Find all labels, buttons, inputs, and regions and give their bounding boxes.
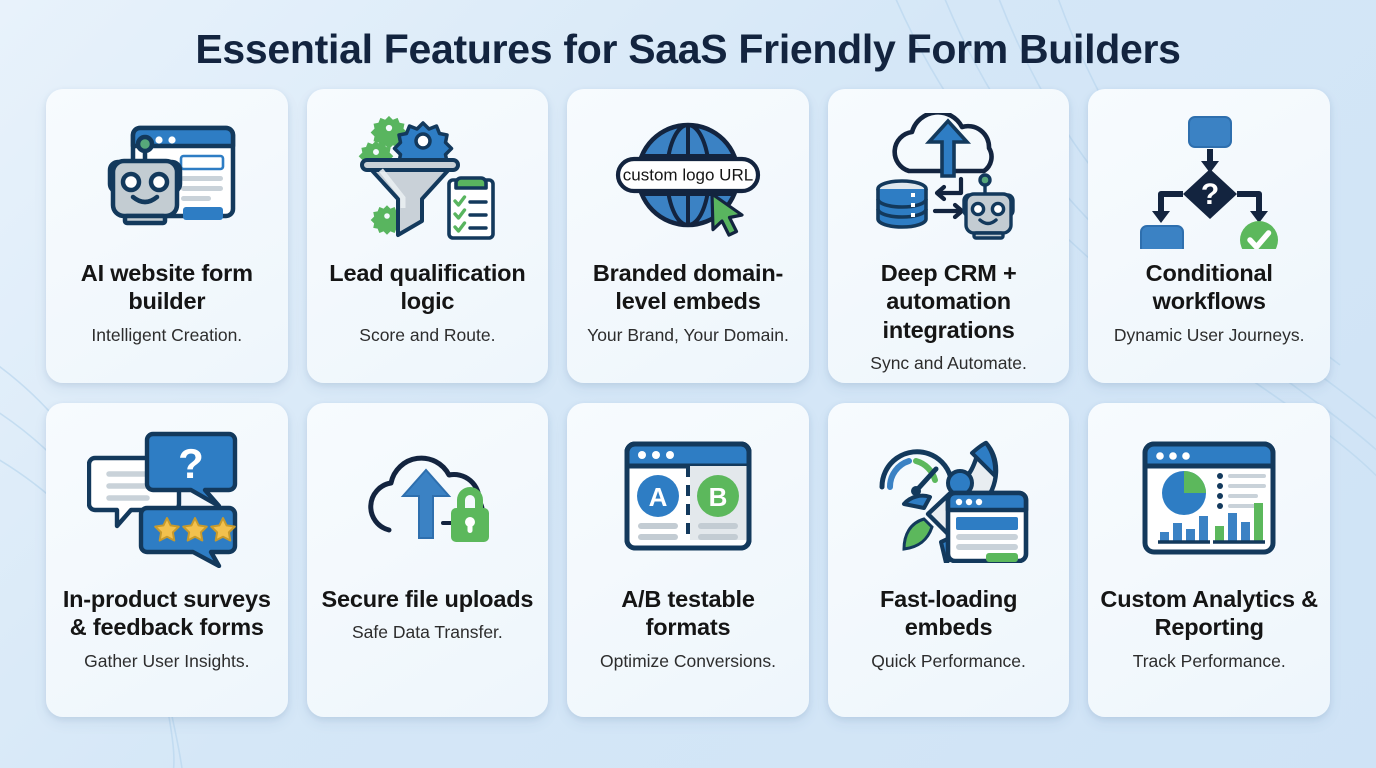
feature-card-lead-qualification-logic[interactable]: Lead qualification logic Score and Route… <box>306 89 549 383</box>
bar-chart-left <box>1158 516 1211 544</box>
globe-custom-url-cursor-icon: custom logo URL <box>577 105 799 255</box>
browser-window-icon <box>945 490 1028 563</box>
variant-a-label: A <box>649 482 668 512</box>
ai-robot-form-builder-icon <box>56 105 278 255</box>
card-title: Deep CRM + automation integrations <box>880 260 1017 343</box>
feature-card-branded-domain-level-embeds[interactable]: custom logo URL Branded domain-level emb… <box>567 89 809 383</box>
conditional-flowchart-icon: ? <box>1098 105 1320 255</box>
page-title: Essential Features for SaaS Friendly For… <box>195 26 1181 72</box>
analytics-dashboard-charts-icon <box>1098 419 1320 579</box>
decision-question-label: ? <box>1201 178 1219 211</box>
card-subtitle: Your Brand, Your Domain. <box>587 324 789 345</box>
custom-url-badge: custom logo URL <box>615 156 761 194</box>
feature-card-custom-analytics-reporting[interactable]: Custom Analytics & Reporting Track Perfo… <box>1088 403 1330 717</box>
card-subtitle: Gather User Insights. <box>84 650 250 671</box>
bar-chart-right <box>1213 503 1266 544</box>
card-title: Lead qualification logic <box>329 260 526 315</box>
card-subtitle: Score and Route. <box>359 324 496 345</box>
cloud-database-robot-sync-icon <box>838 105 1060 255</box>
card-title: Custom Analytics & Reporting <box>1100 586 1318 641</box>
feature-card-conditional-workflows[interactable]: ? Conditional workflows Dynamic User Jou… <box>1088 89 1330 383</box>
card-title: AI website form builder <box>80 260 253 315</box>
variant-b-label: B <box>709 482 728 512</box>
card-title: Branded domain-level embeds <box>592 260 784 315</box>
custom-url-badge-label: custom logo URL <box>623 166 753 185</box>
survey-question-label: ? <box>178 440 204 487</box>
card-subtitle: Sync and Automate. <box>870 353 1027 374</box>
card-title: In-product surveys & feedback forms <box>62 586 271 641</box>
card-subtitle: Track Performance. <box>1132 650 1286 671</box>
card-subtitle: Dynamic User Journeys. <box>1113 324 1305 345</box>
card-subtitle: Optimize Conversions. <box>599 650 777 671</box>
feature-card-deep-crm-automation-integrations[interactable]: Deep CRM + automation integrations Sync … <box>827 89 1070 383</box>
feature-card-ab-testable-formats[interactable]: A B A/B testable formats Optimize Conver… <box>567 403 809 717</box>
card-title: Conditional workflows <box>1145 260 1273 315</box>
rocket-speedometer-browser-icon <box>838 419 1060 579</box>
speech-bubbles-question-stars-icon: ? <box>56 419 278 579</box>
ab-test-split-browser-icon: A B <box>577 419 799 579</box>
card-title: Secure file uploads <box>321 586 534 612</box>
cloud-upload-lock-icon <box>317 419 539 579</box>
padlock-icon <box>451 487 490 542</box>
feature-card-fast-loading-embeds[interactable]: Fast-loading embeds Quick Performance. <box>827 403 1070 717</box>
card-subtitle: Intelligent Creation. <box>91 324 243 345</box>
card-title: Fast-loading embeds <box>879 586 1018 641</box>
card-title: A/B testable formats <box>621 586 755 641</box>
feature-card-grid: AI website form builder Intelligent Crea… <box>46 89 1330 728</box>
feature-card-ai-website-form-builder[interactable]: AI website form builder Intelligent Crea… <box>46 89 288 383</box>
funnel-gears-checklist-icon <box>317 105 539 255</box>
pie-chart <box>1162 471 1207 515</box>
card-subtitle: Safe Data Transfer. <box>352 622 503 643</box>
card-subtitle: Quick Performance. <box>871 650 1026 671</box>
feature-card-secure-file-uploads[interactable]: Secure file uploads Safe Data Transfer. <box>306 403 549 717</box>
feature-card-in-product-surveys-feedback-forms[interactable]: ? In-product surveys & feedback forms Ga… <box>46 403 288 717</box>
